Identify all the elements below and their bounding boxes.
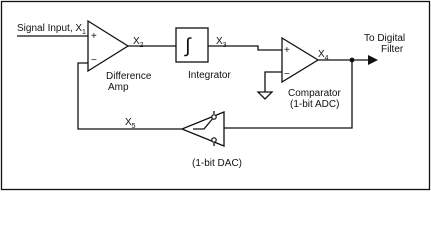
integrator-box <box>175 27 209 63</box>
integrator-symbol: ∫ <box>184 35 192 57</box>
difference-amp: + − Difference Amp <box>87 19 152 93</box>
x5-label: X5 <box>125 117 136 130</box>
dac-label: (1-bit DAC) <box>192 158 242 169</box>
integrator-label: Integrator <box>188 70 231 81</box>
svg-text:X2: X2 <box>133 36 144 49</box>
to-digital-filter-line1: To Digital <box>364 33 405 44</box>
svg-text:X5: X5 <box>125 117 136 130</box>
difference-amp-triangle <box>87 19 130 73</box>
comparator-minus: − <box>284 69 290 80</box>
ground-symbol <box>256 71 282 100</box>
svg-text:X3: X3 <box>216 36 227 49</box>
difference-amp-minus: − <box>91 55 97 66</box>
to-digital-filter-line2: Filter <box>381 44 404 55</box>
feedback-wire-to-dac <box>224 60 353 129</box>
x2-label: X2 <box>133 36 144 49</box>
dac-switch-icon <box>193 116 215 130</box>
delta-sigma-block-diagram: Signal Input, X1 + − Difference Amp X2 ∫… <box>0 0 431 191</box>
difference-amp-plus: + <box>91 31 97 42</box>
difference-amp-label-line1: Difference <box>106 71 152 82</box>
comparator-plus: + <box>284 45 290 56</box>
dac: (1-bit DAC) <box>180 111 242 169</box>
comparator-label-line1: Comparator <box>288 88 341 99</box>
signal-input-label: Signal Input, X1 <box>17 23 86 36</box>
integrator: ∫ Integrator <box>175 27 231 81</box>
svg-text:Signal Input, X1: Signal Input, X1 <box>17 23 86 36</box>
x3-label: X3 <box>216 36 227 49</box>
comparator-triangle <box>281 36 320 84</box>
output-arrowhead <box>368 55 378 65</box>
x5-wire <box>77 62 182 130</box>
difference-amp-label-line2: Amp <box>108 82 129 93</box>
svg-text:X4: X4 <box>318 49 329 62</box>
comparator: + − Comparator (1-bit ADC) <box>281 36 341 110</box>
diagram-frame <box>0 0 431 191</box>
x3-wire <box>208 45 282 51</box>
x4-label: X4 <box>318 49 329 62</box>
comparator-label-line2: (1-bit ADC) <box>290 99 339 110</box>
